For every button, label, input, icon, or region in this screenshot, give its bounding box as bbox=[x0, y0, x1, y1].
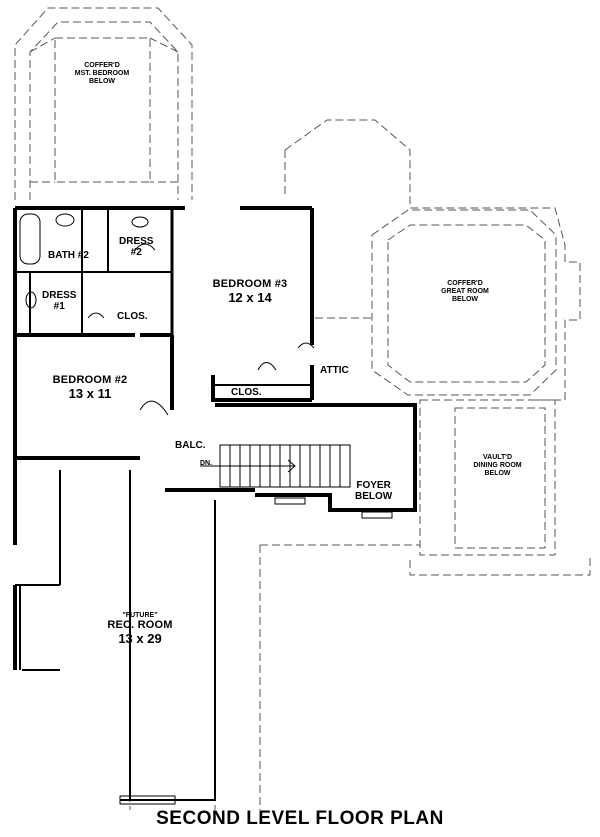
dining-room-line1: VAULT'D bbox=[482, 454, 512, 461]
bedroom2-label: BEDROOM #2 13 x 11 bbox=[45, 374, 135, 401]
dining-room-line3: BELOW bbox=[484, 470, 511, 478]
rec-room-dim: 13 x 29 bbox=[118, 630, 162, 646]
coffer-bedroom-label: COFFER'D MST. BEDROOM BELOW bbox=[62, 62, 142, 86]
rec-room-label: "FUTURE" REC. ROOM 13 x 29 bbox=[95, 612, 185, 645]
clos-upper-label: CLOS. bbox=[117, 311, 148, 322]
coffer-bedroom-line3: BELOW bbox=[88, 78, 116, 86]
bedroom2-dim: 13 x 11 bbox=[68, 385, 112, 401]
balc-label: BALC. bbox=[175, 440, 206, 451]
coffer-bedroom-line2: MST. BEDROOM bbox=[74, 70, 130, 78]
great-room-line2: GREAT ROOM bbox=[441, 288, 489, 296]
foyer-line2: BELOW bbox=[355, 490, 393, 502]
coffer-bedroom-line1: COFFER'D bbox=[84, 62, 120, 69]
bath2-label: BATH #2 bbox=[48, 250, 89, 261]
dress1-label: DRESS #1 bbox=[42, 290, 77, 312]
clos-lower-label: CLOS. bbox=[231, 387, 262, 398]
bedroom2-name: BEDROOM #2 bbox=[52, 374, 128, 386]
great-room-line3: BELOW bbox=[451, 296, 479, 304]
bedroom3-dim: 12 x 14 bbox=[228, 289, 272, 305]
dress2-label: DRESS #2 bbox=[119, 236, 154, 258]
rec-room-name: REC. ROOM bbox=[107, 619, 173, 632]
plan-title: SECOND LEVEL FLOOR PLAN bbox=[156, 808, 444, 829]
foyer-label: FOYER BELOW bbox=[355, 480, 393, 502]
dining-room-line2: DINING ROOM bbox=[473, 462, 522, 470]
bedroom3-label: BEDROOM #3 12 x 14 bbox=[205, 278, 295, 305]
bedroom3-name: BEDROOM #3 bbox=[212, 278, 288, 290]
dress2-line2: #2 bbox=[130, 246, 142, 258]
dn-label: DN. bbox=[200, 460, 213, 467]
dining-room-label: VAULT'D DINING ROOM BELOW bbox=[460, 454, 535, 478]
rec-room-note: "FUTURE" bbox=[122, 612, 158, 619]
rec-room-walls bbox=[19, 470, 216, 801]
walls bbox=[13, 206, 417, 670]
dress1-line1: DRESS bbox=[42, 290, 77, 301]
lower-level-outline bbox=[14, 7, 591, 810]
dress2-line1: DRESS bbox=[119, 236, 154, 247]
great-room-label: COFFER'D GREAT ROOM BELOW bbox=[425, 280, 505, 304]
foyer-line1: FOYER bbox=[356, 480, 391, 491]
great-room-line1: COFFER'D bbox=[447, 280, 483, 287]
staircase bbox=[200, 444, 351, 488]
dress1-line2: #1 bbox=[53, 300, 65, 312]
fixtures bbox=[19, 213, 393, 805]
attic-label: ATTIC bbox=[320, 365, 349, 376]
